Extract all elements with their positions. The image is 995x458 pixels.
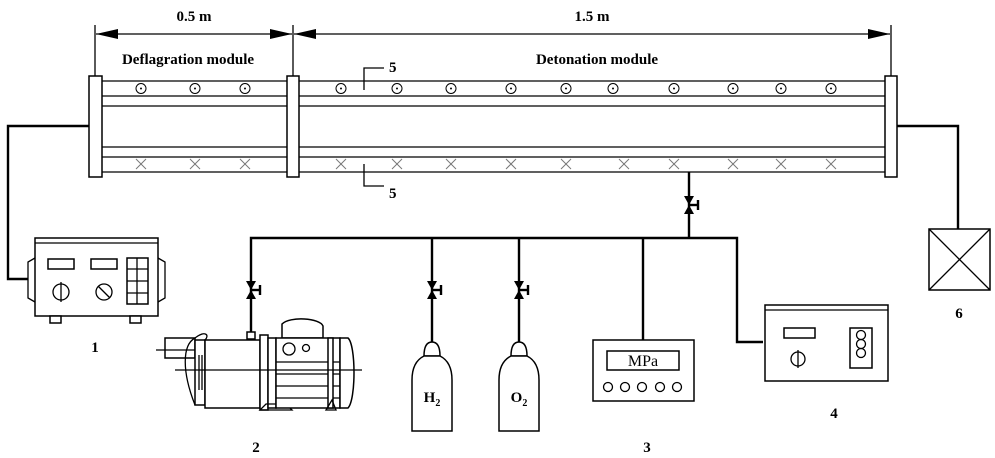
flange-left bbox=[88, 75, 103, 178]
ion-probe-icon bbox=[239, 158, 251, 170]
flange-middle bbox=[286, 75, 300, 178]
detonation-module-label: Detonation module bbox=[536, 52, 658, 68]
pressure-sensors-top bbox=[135, 83, 837, 94]
valve-icon bbox=[246, 281, 262, 299]
callout-top: 5 bbox=[363, 60, 397, 90]
valve-icon bbox=[514, 281, 530, 299]
valve-icon bbox=[427, 281, 443, 299]
pressure-sensor-icon bbox=[560, 83, 572, 94]
pressure-sensor-icon bbox=[391, 83, 403, 94]
dimension-detonation: 1.5 m bbox=[294, 9, 892, 76]
component-2-vacuum-pump: 2 bbox=[156, 318, 362, 456]
component-6-vacuum: 6 bbox=[928, 228, 991, 322]
hydrogen-symbol: H bbox=[424, 390, 436, 406]
pressure-sensor-icon bbox=[239, 83, 251, 94]
pressure-sensor-icon bbox=[135, 83, 147, 94]
pressure-sensor-icon bbox=[189, 83, 201, 94]
ion-probe-icon bbox=[335, 158, 347, 170]
callout-top-label: 5 bbox=[389, 60, 397, 76]
pressure-sensor-icon bbox=[668, 83, 680, 94]
ion-probe-icon bbox=[775, 158, 787, 170]
component-1-ignition-controller: 1 bbox=[27, 237, 166, 356]
ion-probe-icon bbox=[727, 158, 739, 170]
oxygen-symbol: O bbox=[511, 390, 523, 406]
callout-bottom: 5 bbox=[363, 164, 397, 202]
ion-probe-icon bbox=[618, 158, 630, 170]
component-4-controller: 4 bbox=[764, 304, 889, 422]
component-6-label: 6 bbox=[955, 306, 963, 322]
outlet-line bbox=[897, 124, 960, 229]
pressure-sensor-icon bbox=[727, 83, 739, 94]
component-4-label: 4 bbox=[830, 406, 838, 422]
pressure-sensor-icon bbox=[505, 83, 517, 94]
ion-probe-icon bbox=[825, 158, 837, 170]
component-2-label: 2 bbox=[252, 440, 260, 456]
hydrogen-subscript: 2 bbox=[435, 398, 440, 409]
deflagration-module-label: Deflagration module bbox=[122, 52, 254, 68]
component-3-pressure-gauge: MPa 3 bbox=[592, 339, 695, 456]
ion-probe-icon bbox=[189, 158, 201, 170]
component-3-label: 3 bbox=[643, 440, 651, 456]
detonation-length-label: 1.5 m bbox=[575, 9, 611, 25]
pressure-sensor-icon bbox=[335, 83, 347, 94]
svg-text:O2: O2 bbox=[511, 390, 528, 409]
deflagration-length-label: 0.5 m bbox=[177, 9, 213, 25]
oxygen-subscript: 2 bbox=[522, 398, 527, 409]
pressure-unit-display: MPa bbox=[628, 353, 658, 370]
hydrogen-cylinder: H2 bbox=[411, 341, 453, 432]
callout-bottom-label: 5 bbox=[389, 186, 397, 202]
component-1-label: 1 bbox=[91, 340, 99, 356]
ion-probe-icon bbox=[135, 158, 147, 170]
ion-probe-icon bbox=[445, 158, 457, 170]
oxygen-cylinder: O2 bbox=[498, 341, 540, 432]
combustion-tube bbox=[102, 80, 886, 173]
dimension-deflagration: 0.5 m bbox=[94, 9, 294, 76]
ion-probes-bottom bbox=[135, 158, 837, 170]
flange-right bbox=[884, 75, 898, 178]
valve-icon bbox=[684, 196, 700, 214]
pressure-sensor-icon bbox=[775, 83, 787, 94]
knob-icon bbox=[95, 283, 113, 301]
pressure-sensor-icon bbox=[445, 83, 457, 94]
pressure-sensor-icon bbox=[825, 83, 837, 94]
ion-probe-icon bbox=[560, 158, 572, 170]
svg-text:H2: H2 bbox=[424, 390, 441, 409]
ion-probe-icon bbox=[505, 158, 517, 170]
ignition-wire bbox=[6, 124, 89, 281]
ion-probe-icon bbox=[668, 158, 680, 170]
pressure-sensor-icon bbox=[607, 83, 619, 94]
ion-probe-icon bbox=[391, 158, 403, 170]
